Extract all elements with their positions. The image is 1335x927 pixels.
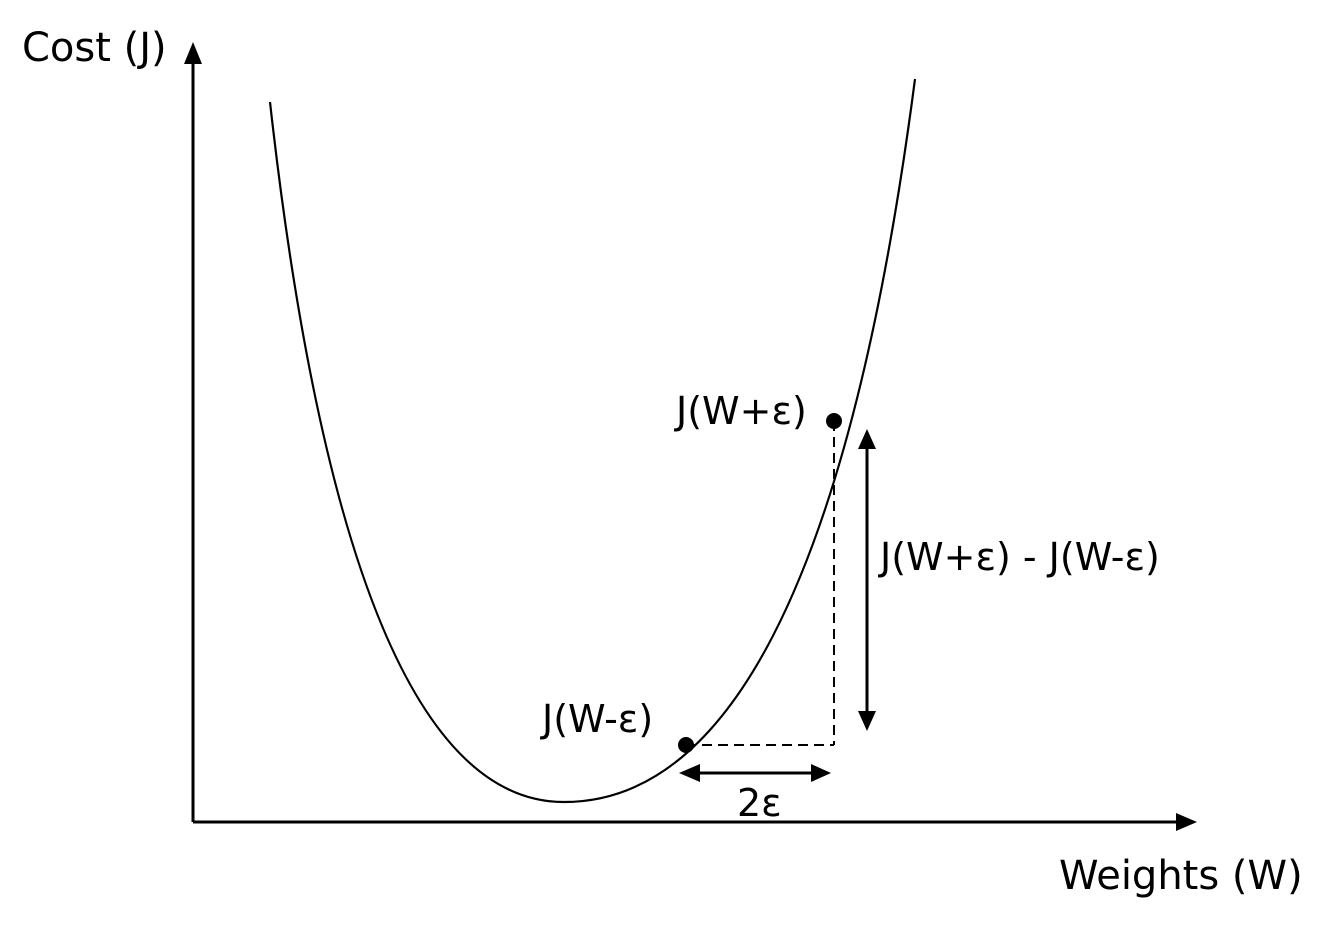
delta-x-arrowhead-left [679,764,700,782]
delta-x-arrowhead-right [811,764,831,782]
delta-y-arrowhead-bottom [858,711,876,731]
delta-y-arrowhead-top [858,429,876,449]
x-axis-arrowhead [1176,813,1197,831]
point-lower [678,737,694,753]
delta-x-label: 2ε [737,781,782,825]
delta-y-label: J(W+ε) - J(W-ε) [880,535,1160,579]
y-axis-arrowhead [184,42,202,64]
point-upper [826,413,842,429]
x-axis-label: Weights (W) [1059,853,1303,899]
cost-curve [268,78,917,804]
y-axis-label: Cost (J) [22,25,167,71]
lower-point-label: J(W-ε) [542,697,654,741]
upper-point-label: J(W+ε) [676,389,807,433]
